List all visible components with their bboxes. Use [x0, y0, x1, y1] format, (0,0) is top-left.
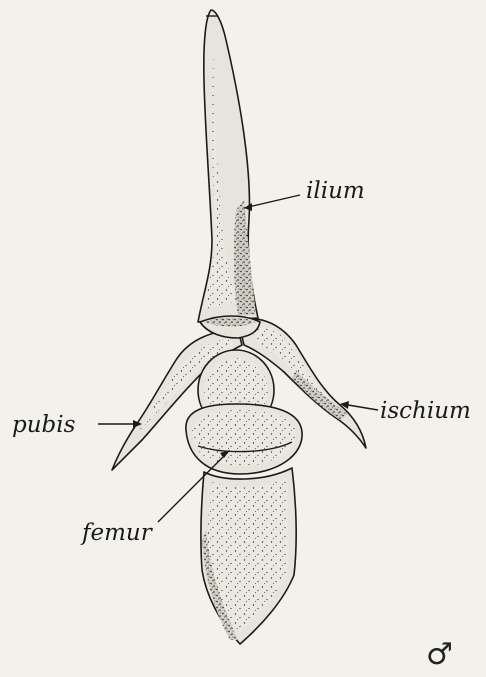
- pubis-label: pubis: [12, 412, 76, 438]
- ischium-label: ischium: [380, 398, 471, 424]
- femur-ring: [186, 404, 302, 474]
- male-symbol: ♂: [426, 637, 453, 672]
- femur-label: femur: [80, 520, 154, 546]
- ilium-bone: [198, 10, 258, 322]
- ilium-leader: [244, 195, 300, 208]
- ilium-label: ilium: [306, 178, 365, 204]
- femur-shaft: [201, 468, 296, 644]
